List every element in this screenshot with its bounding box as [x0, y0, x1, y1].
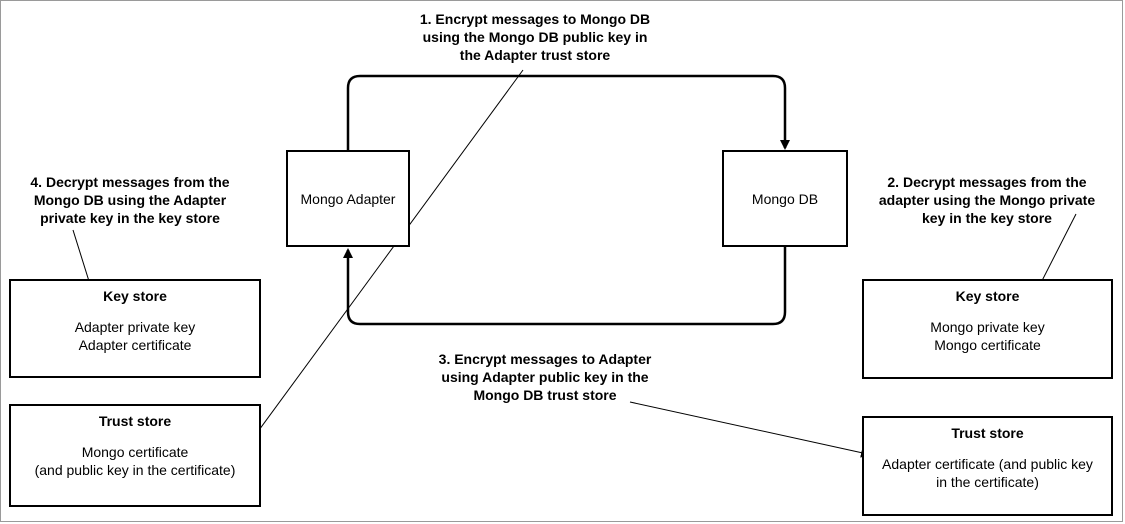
note-step-1-line: using the Mongo DB public key in	[422, 29, 648, 45]
mongo-key-store-line: Mongo certificate	[934, 337, 1041, 353]
mongo-trust-store-line: Adapter certificate (and public key	[882, 456, 1093, 472]
note-step-3-line: using Adapter public key in the	[441, 369, 649, 385]
note-step-4-line: Mongo DB using the Adapter	[33, 192, 227, 208]
note-step-1-line: the Adapter trust store	[459, 47, 611, 63]
adapter-trust-store-title: Trust store	[98, 413, 172, 429]
note-step-2-line: 2. Decrypt messages from the	[887, 174, 1087, 190]
note-step-4-line: private key in the key store	[40, 210, 220, 226]
adapter-trust-store-line: Mongo certificate	[81, 444, 189, 460]
pointer-step3	[629, 401, 873, 458]
note-step-1-line: 1. Encrypt messages to Mongo DB	[419, 11, 651, 27]
adapter-trust-store-line: (and public key in the certificate)	[34, 462, 236, 478]
node-mongo-db-label: Mongo DB	[751, 190, 819, 207]
note-step-4: 4. Decrypt messages from the Mongo DB us…	[0, 173, 260, 227]
node-mongo-db: Mongo DB	[722, 150, 848, 247]
note-step-3-line: Mongo DB trust store	[473, 387, 617, 403]
adapter-key-store-title: Key store	[103, 288, 167, 304]
node-mongo-adapter-label: Mongo Adapter	[300, 190, 396, 207]
flow-arrow-adapter-to-mongodb	[346, 74, 790, 150]
note-step-3-line: 3. Encrypt messages to Adapter	[438, 351, 652, 367]
adapter-key-store: Key store Adapter private key Adapter ce…	[9, 279, 261, 378]
note-step-2-line: key in the key store	[922, 210, 1052, 226]
adapter-trust-store: Trust store Mongo certificate (and publi…	[9, 404, 261, 507]
mongo-key-store-line: Mongo private key	[930, 319, 1045, 335]
mongo-trust-store: Trust store Adapter certificate (and pub…	[862, 416, 1113, 516]
note-step-2-line: adapter using the Mongo private	[878, 192, 1096, 208]
note-step-1: 1. Encrypt messages to Mongo DB using th…	[370, 10, 700, 64]
adapter-key-store-line: Adapter private key	[74, 319, 196, 335]
flow-arrow-mongodb-to-adapter	[343, 246, 787, 326]
mongo-key-store-title: Key store	[955, 288, 1020, 304]
pointer-step1	[239, 69, 524, 457]
note-step-2: 2. Decrypt messages from the adapter usi…	[842, 173, 1125, 227]
note-step-3: 3. Encrypt messages to Adapter using Ada…	[390, 350, 700, 404]
note-step-4-line: 4. Decrypt messages from the	[30, 174, 230, 190]
adapter-key-store-line: Adapter certificate	[78, 337, 192, 353]
mongo-trust-store-line: in the certificate)	[936, 474, 1039, 490]
mongo-trust-store-title: Trust store	[951, 425, 1024, 441]
node-mongo-adapter: Mongo Adapter	[286, 150, 410, 247]
mongo-key-store: Key store Mongo private key Mongo certif…	[862, 279, 1113, 379]
